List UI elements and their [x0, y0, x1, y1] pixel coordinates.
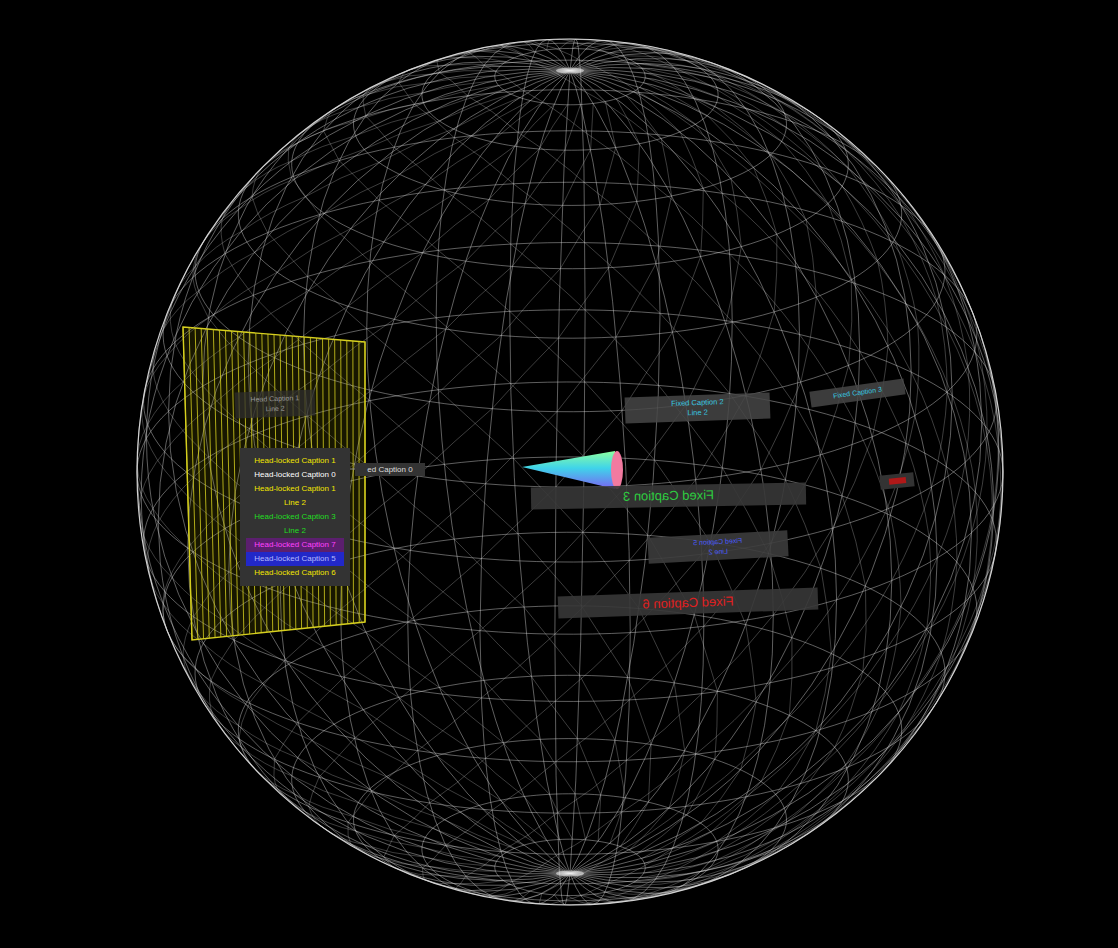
panel-line	[225, 331, 232, 636]
caption-text: Line 2	[241, 403, 309, 415]
cone-body	[522, 451, 615, 489]
caption-box: Head Caption 1Line 2	[235, 390, 316, 419]
caption-box: Fixed Caption 3	[530, 483, 805, 510]
caption-plate	[879, 472, 914, 489]
panel-line	[232, 331, 239, 635]
viewer-cone	[522, 451, 623, 489]
sphere-grid	[137, 39, 1003, 905]
pole-glow	[556, 870, 584, 876]
caption-box: Head-locked Caption 1Head-locked Caption…	[240, 448, 350, 586]
caption-text: Head-locked Caption 3	[246, 510, 344, 524]
small-caption	[879, 472, 914, 489]
panel-line	[358, 342, 359, 623]
sphere-outline	[137, 39, 1003, 905]
caption-text: Head Caption 1	[241, 393, 309, 405]
caption-text: Line 2	[633, 406, 762, 420]
caption-text: ed Caption 0	[361, 464, 419, 475]
caption-text: Head-locked Caption 6	[246, 566, 344, 580]
caption-text: Head-locked Caption 1	[246, 482, 344, 496]
caption-text: Fixed Caption 3	[538, 486, 797, 507]
caption-text: Head-locked Caption 7	[246, 538, 344, 552]
pole-glow	[556, 68, 584, 74]
cone-base	[611, 451, 623, 489]
caption-text: Line 2	[246, 496, 344, 510]
caption-text: Head-locked Caption 1	[246, 454, 344, 468]
head-locked-panel	[183, 327, 380, 640]
caption-text: Fixed Caption 3	[815, 382, 899, 403]
caption-mark	[889, 477, 907, 485]
panel-line	[352, 341, 354, 623]
panel-line	[213, 330, 221, 638]
caption-box: Fixed Caption 2Line 2	[624, 392, 770, 423]
caption-box: ed Caption 0	[355, 463, 425, 476]
sphere-mesh	[137, 39, 1002, 905]
caption-text: Head-locked Caption 5	[246, 552, 344, 566]
caption-text: Line 2	[654, 544, 782, 561]
panel-frame	[183, 327, 365, 640]
panel-line	[219, 330, 226, 636]
panel-line	[365, 342, 366, 622]
wireframe-sphere	[137, 39, 1003, 905]
caption-text: Line 2	[246, 524, 344, 538]
caption-text: Head-locked Caption 0	[246, 468, 344, 482]
panel-line	[207, 329, 215, 638]
